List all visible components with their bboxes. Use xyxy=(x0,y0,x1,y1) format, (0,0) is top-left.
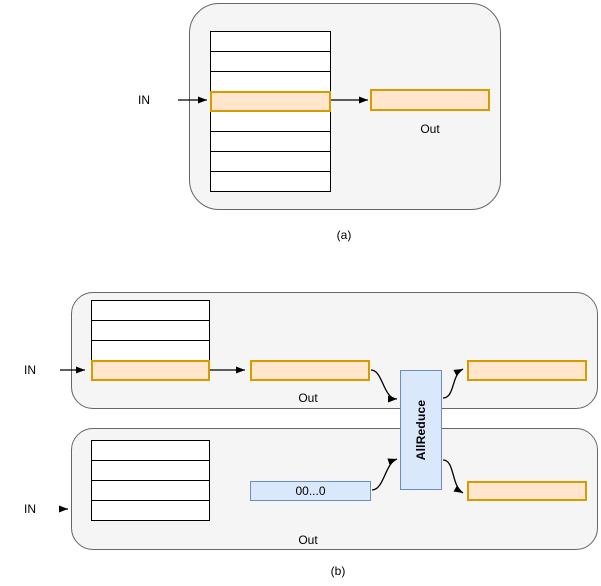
allreduce-block: AllReduce xyxy=(400,370,442,490)
out-label-a: Out xyxy=(420,122,440,136)
result-buffer-b-top xyxy=(467,360,587,381)
table-row xyxy=(210,151,331,172)
input-table-b-bottom xyxy=(91,440,210,521)
allreduce-label: AllReduce xyxy=(414,399,429,461)
table-row xyxy=(91,460,210,481)
input-table-b-top xyxy=(91,300,210,381)
table-row xyxy=(91,340,210,361)
out-buffer-b-top xyxy=(250,360,370,381)
table-row xyxy=(210,111,331,132)
table-row xyxy=(91,440,210,461)
caption-a: (a) xyxy=(336,228,352,242)
table-row xyxy=(210,31,331,52)
in-label-a: IN xyxy=(138,93,150,107)
table-row xyxy=(91,480,210,501)
table-row xyxy=(210,131,331,152)
out-label-b-top: Out xyxy=(298,391,318,405)
table-row-highlighted xyxy=(91,360,210,381)
caption-b: (b) xyxy=(330,564,346,578)
table-row xyxy=(91,500,210,521)
table-row xyxy=(210,71,331,92)
table-row-highlighted xyxy=(210,91,331,112)
input-table-a xyxy=(210,31,331,192)
out-buffer-a xyxy=(370,89,490,111)
out-label-b-bottom: Out xyxy=(298,533,318,547)
table-row xyxy=(210,51,331,72)
in-label-b-top: IN xyxy=(24,363,36,377)
result-buffer-b-bottom xyxy=(467,481,587,501)
table-row xyxy=(91,320,210,341)
table-row xyxy=(91,300,210,321)
table-row xyxy=(210,171,331,192)
in-label-b-bottom: IN xyxy=(24,502,36,516)
zeros-buffer: 00...0 xyxy=(250,481,371,501)
